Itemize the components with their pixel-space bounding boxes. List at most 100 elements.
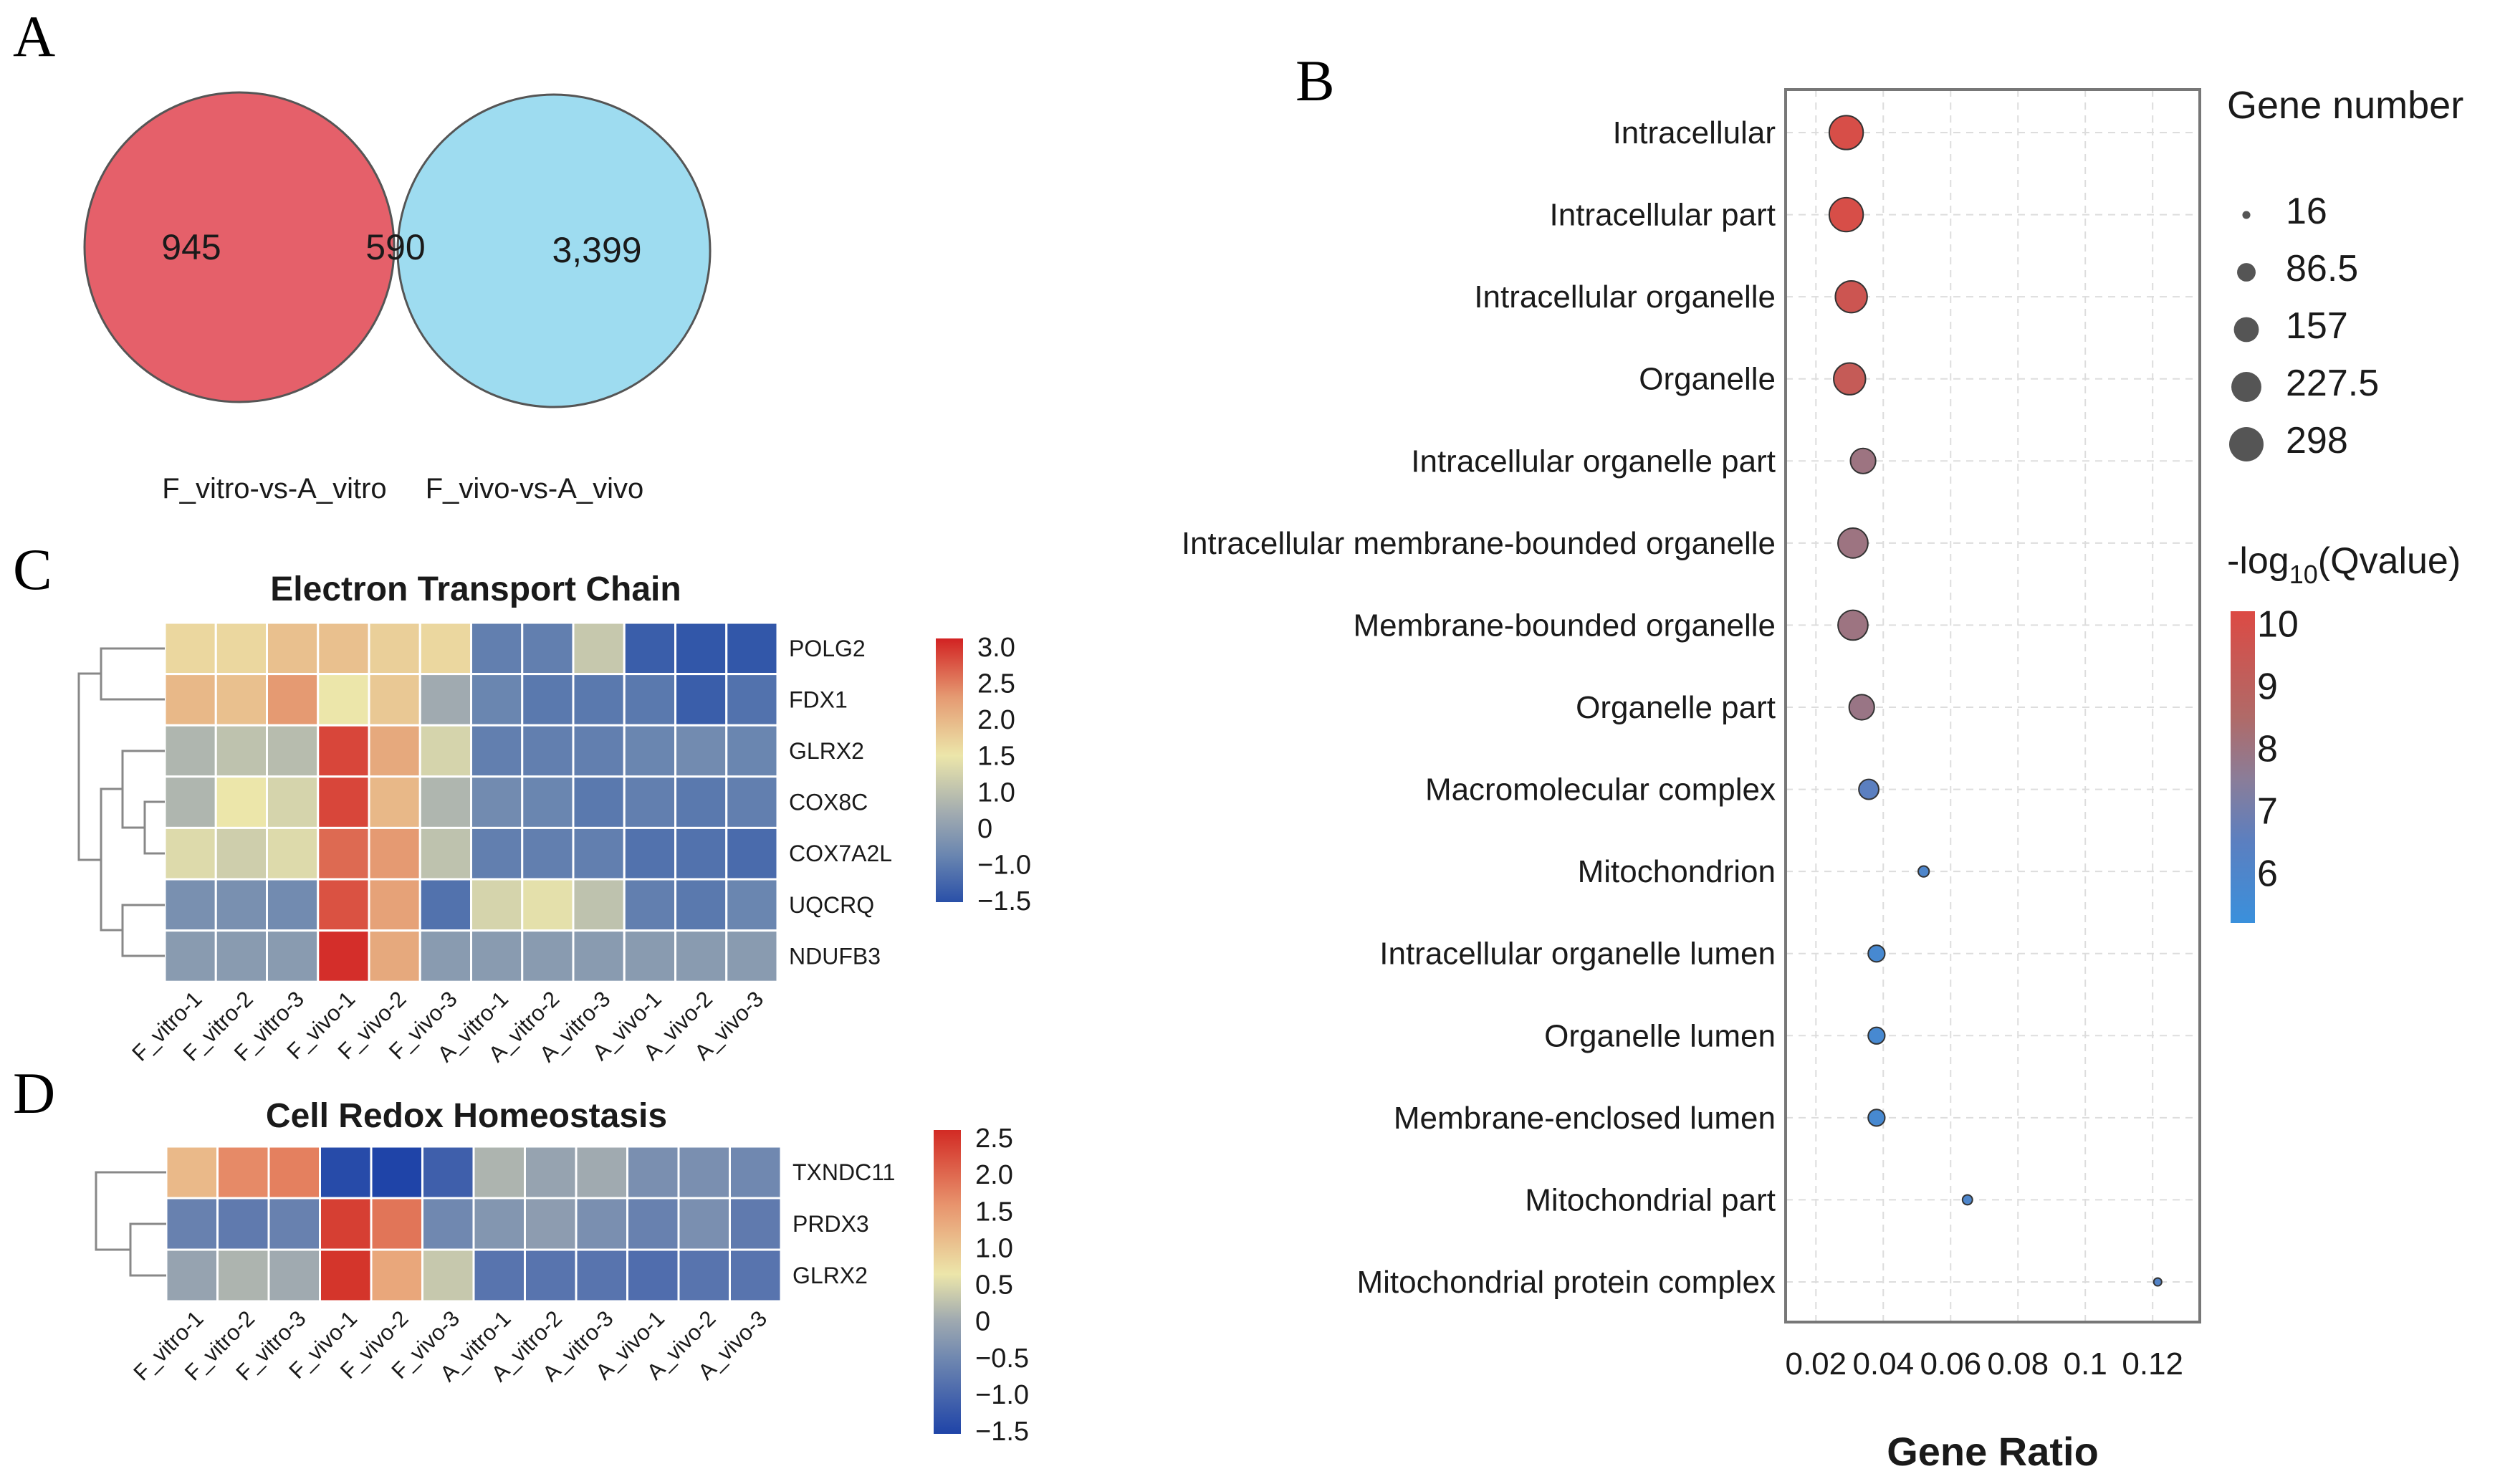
heatmap-cell bbox=[163, 878, 217, 932]
heatmap-cell bbox=[266, 878, 320, 932]
color-legend-tick: 9 bbox=[2257, 666, 2278, 707]
y-tick-label: Mitochondrion bbox=[1578, 854, 1776, 889]
colorbar-tick-label: 0.5 bbox=[975, 1270, 1013, 1301]
heatmap-cell bbox=[266, 724, 320, 778]
dot-point bbox=[1837, 609, 1869, 641]
heatmap-cell bbox=[163, 724, 217, 778]
heatmap-cell bbox=[266, 929, 320, 983]
heatmap-cell bbox=[317, 878, 370, 932]
row-label: GLRX2 bbox=[789, 738, 864, 764]
dot-point bbox=[1828, 115, 1864, 150]
y-tick-label: Organelle lumen bbox=[1544, 1018, 1776, 1053]
heatmap-cell bbox=[521, 929, 575, 983]
heatmap-cell bbox=[524, 1248, 578, 1303]
heatmap-cell bbox=[267, 1248, 321, 1303]
heatmap-cell bbox=[572, 826, 626, 881]
colorbar-tick-label: 2.0 bbox=[977, 705, 1015, 735]
y-tick-label: Mitochondrial protein complex bbox=[1356, 1265, 1776, 1300]
size-legend-label: 157 bbox=[2286, 305, 2348, 347]
heatmap-cell bbox=[725, 775, 779, 829]
colorbar-tick-label: 2.5 bbox=[977, 669, 1015, 699]
dot-point bbox=[1833, 362, 1867, 396]
heatmap-cell bbox=[421, 1145, 475, 1200]
heatmap-cell bbox=[674, 621, 728, 676]
panel-label-b: B bbox=[1296, 48, 1335, 113]
colorbar-tick-label: −0.5 bbox=[975, 1344, 1029, 1374]
heatmap-cell bbox=[163, 826, 217, 881]
heatmap-cell bbox=[674, 775, 728, 829]
heatmap-cell bbox=[266, 621, 320, 676]
heatmap-cell bbox=[165, 1197, 219, 1251]
size-legend-dot bbox=[2242, 211, 2251, 219]
heatmap-cell bbox=[470, 775, 524, 829]
heatmap-electron-transport-chain: Electron Transport ChainPOLG2FDX1GLRX2CO… bbox=[77, 570, 1031, 1067]
heatmap-cell bbox=[521, 724, 575, 778]
heatmap-cell bbox=[266, 826, 320, 881]
color-legend-tick: 10 bbox=[2257, 603, 2299, 645]
heatmap-cell bbox=[623, 826, 676, 881]
heatmap-cell bbox=[319, 1197, 373, 1251]
colorbar bbox=[936, 638, 963, 902]
row-dendrogram bbox=[77, 647, 165, 957]
heatmap-cell bbox=[470, 673, 524, 727]
heatmap-cell bbox=[626, 1197, 680, 1251]
heatmap-cell bbox=[725, 878, 779, 932]
heatmap-cell bbox=[266, 775, 320, 829]
colorbar-tick-label: 2.5 bbox=[975, 1124, 1013, 1154]
venn-label-left: F_vitro-vs-A_vitro bbox=[162, 473, 386, 504]
size-legend-label: 16 bbox=[2286, 191, 2327, 232]
y-tick-label: Intracellular organelle part bbox=[1411, 444, 1776, 479]
y-tick-label: Membrane-bounded organelle bbox=[1353, 608, 1776, 643]
heatmap-cell bbox=[524, 1145, 578, 1200]
heatmap-cell bbox=[163, 929, 217, 983]
venn-count-overlap: 590 bbox=[365, 227, 425, 267]
venn-outline-left bbox=[83, 91, 396, 403]
heatmap-cell bbox=[418, 673, 472, 727]
colorbar-tick-label: −1.5 bbox=[975, 1417, 1029, 1447]
heatmap-cell bbox=[368, 878, 421, 932]
heatmap-cell bbox=[418, 826, 472, 881]
heatmap-cell-redox-homeostasis: Cell Redox HomeostasisTXNDC11PRDX3GLRX2F… bbox=[95, 1097, 1029, 1447]
heatmap-cell bbox=[370, 1197, 423, 1251]
heatmap-cell bbox=[319, 1248, 373, 1303]
heatmap-cell bbox=[521, 673, 575, 727]
x-tick-label: 0.02 bbox=[1785, 1346, 1847, 1382]
dot-point bbox=[1961, 1194, 1973, 1206]
row-label: TXNDC11 bbox=[792, 1159, 895, 1185]
row-label: NDUFB3 bbox=[789, 943, 881, 969]
heatmap-cell bbox=[214, 724, 268, 778]
row-label: UQCRQ bbox=[789, 892, 874, 918]
venn-set-right bbox=[398, 95, 710, 407]
heatmap-cell bbox=[674, 673, 728, 727]
colorbar-tick-label: −1.0 bbox=[977, 850, 1031, 880]
heatmap-cell bbox=[623, 621, 676, 676]
heatmap-cell bbox=[729, 1197, 782, 1251]
colorbar-tick-label: 0 bbox=[977, 814, 992, 844]
heatmap-cell bbox=[677, 1197, 731, 1251]
y-tick-label: Mitochondrial part bbox=[1525, 1182, 1776, 1217]
heatmap-cell bbox=[214, 878, 268, 932]
heatmap-cell bbox=[725, 621, 779, 676]
heatmap-cell bbox=[729, 1145, 782, 1200]
heatmap-cell bbox=[575, 1248, 628, 1303]
color-legend-tick: 8 bbox=[2257, 728, 2278, 770]
heatmap-cell bbox=[267, 1145, 321, 1200]
color-legend-tick: 6 bbox=[2257, 853, 2278, 894]
x-tick-label: 0.08 bbox=[1987, 1346, 2049, 1382]
colorbar-tick-label: −1.5 bbox=[977, 886, 1031, 916]
dot-point bbox=[1867, 1026, 1886, 1045]
dot-point bbox=[1828, 196, 1864, 233]
heatmap-cell bbox=[470, 929, 524, 983]
heatmap-cell bbox=[623, 673, 676, 727]
heatmap-cell bbox=[575, 1145, 628, 1200]
heatmap-cell bbox=[470, 878, 524, 932]
heatmap-cell bbox=[623, 929, 676, 983]
size-legend-dot bbox=[2233, 317, 2259, 343]
size-legend-dot bbox=[2231, 372, 2261, 402]
heatmap-cell bbox=[521, 878, 575, 932]
row-label: COX7A2L bbox=[789, 841, 892, 866]
heatmap-cell bbox=[572, 775, 626, 829]
heatmap-cell bbox=[572, 673, 626, 727]
